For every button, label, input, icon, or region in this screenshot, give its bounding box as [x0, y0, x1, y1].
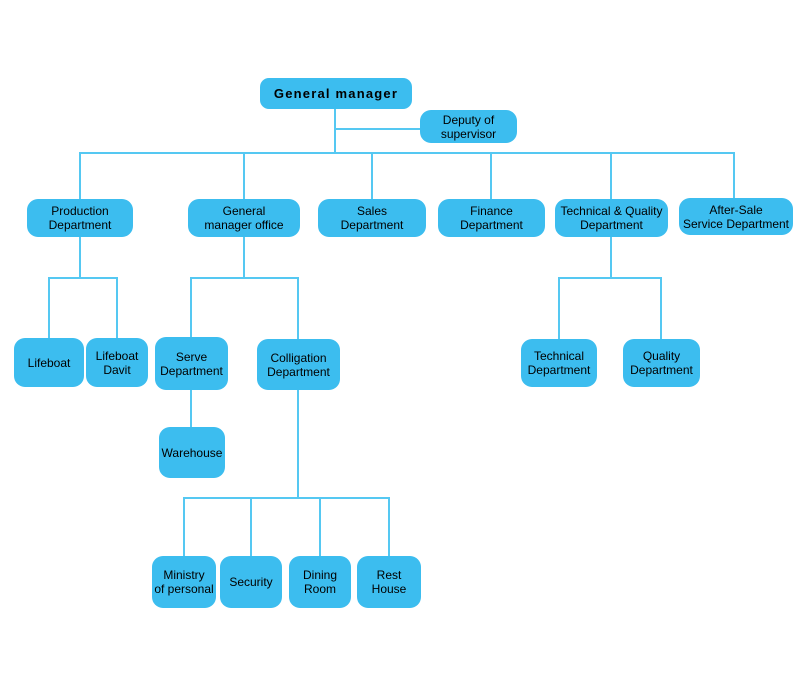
- node-general-manager-office: General manager office: [188, 199, 300, 237]
- node-warehouse: Warehouse: [159, 427, 225, 478]
- connector-colligation-bus: [183, 497, 390, 499]
- node-deputy-of-supervisor: Deputy of supervisor: [420, 110, 517, 143]
- connector-drop-colligation: [297, 277, 299, 339]
- node-after-sale-service-department: After-Sale Service Department: [679, 198, 793, 235]
- connector-drop-finance: [490, 152, 492, 199]
- connector-technical-quality-bus: [558, 277, 662, 279]
- node-finance-department: Finance Department: [438, 199, 545, 237]
- connector-drop-gm-office: [243, 152, 245, 199]
- connector-drop-sales: [371, 152, 373, 199]
- connector-drop-technical: [558, 277, 560, 339]
- connector-gm-office-feed: [243, 237, 245, 278]
- connector-drop-production: [79, 152, 81, 199]
- connector-gm-feed: [334, 109, 336, 153]
- node-rest-house: Rest House: [357, 556, 421, 608]
- node-lifeboat-davit: Lifeboat Davit: [86, 338, 148, 387]
- node-general-manager: General manager: [260, 78, 412, 109]
- node-lifeboat: Lifeboat: [14, 338, 84, 387]
- connector-warehouse-feed: [190, 390, 192, 427]
- node-production-department: Production Department: [27, 199, 133, 237]
- connector-drop-technical-quality: [610, 152, 612, 199]
- connector-drop-after-sale: [733, 152, 735, 199]
- connector-production-feed: [79, 237, 81, 278]
- connector-technical-quality-feed: [610, 237, 612, 278]
- node-ministry-of-personal: Ministry of personal: [152, 556, 216, 608]
- connector-drop-ministry: [183, 497, 185, 556]
- connector-drop-serve: [190, 277, 192, 337]
- node-quality-department: Quality Department: [623, 339, 700, 387]
- connector-drop-lifeboat-davit: [116, 277, 118, 338]
- connector-gm-office-bus: [190, 277, 299, 279]
- connector-drop-lifeboat: [48, 277, 50, 338]
- connector-production-bus: [48, 277, 118, 279]
- connector-deputy-feed: [334, 128, 420, 130]
- connector-drop-rest: [388, 497, 390, 556]
- node-technical-quality-department: Technical & Quality Department: [555, 199, 668, 237]
- connector-drop-security: [250, 497, 252, 556]
- node-technical-department: Technical Department: [521, 339, 597, 387]
- node-colligation-department: Colligation Department: [257, 339, 340, 390]
- node-dining-room: Dining Room: [289, 556, 351, 608]
- node-security: Security: [220, 556, 282, 608]
- connector-row2-bus: [79, 152, 735, 154]
- connector-colligation-feed: [297, 390, 299, 497]
- node-serve-department: Serve Department: [155, 337, 228, 390]
- connector-drop-quality: [660, 277, 662, 339]
- node-sales-department: Sales Department: [318, 199, 426, 237]
- connector-drop-dining: [319, 497, 321, 556]
